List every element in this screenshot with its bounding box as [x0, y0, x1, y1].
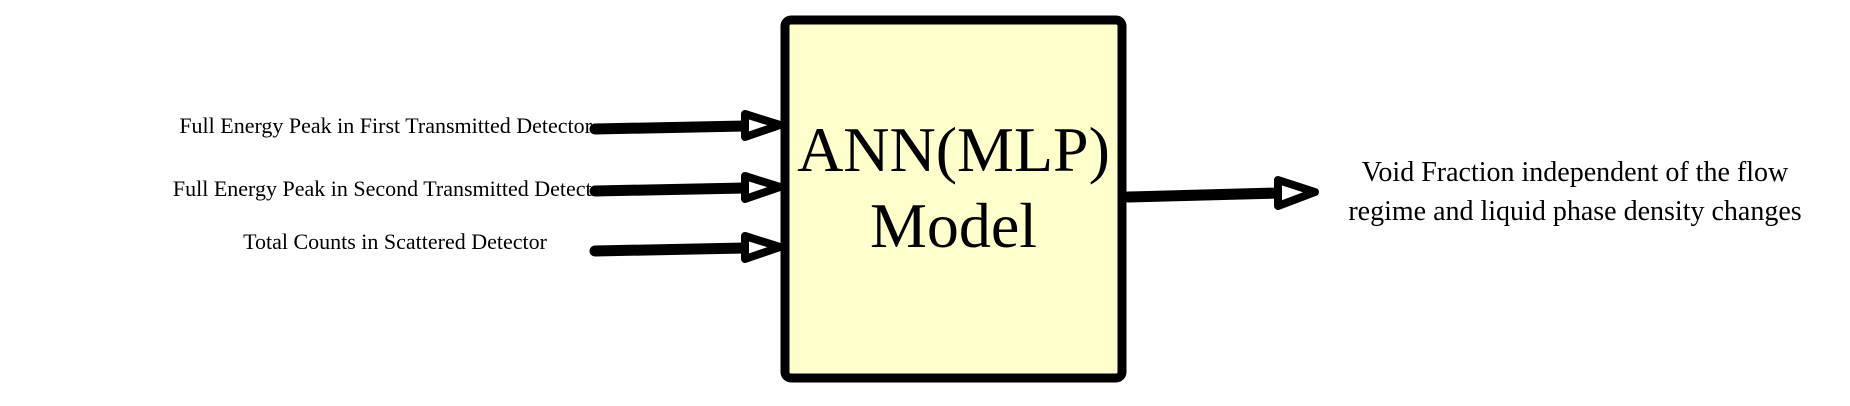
model-box: [780, 15, 1127, 383]
input-arrow-1: [589, 110, 784, 141]
output-label-line-1: Void Fraction independent of the flow: [1361, 157, 1789, 188]
model-label-line-1: ANN(MLP): [797, 114, 1110, 185]
input-arrow-3: [589, 232, 784, 263]
output-label-line-2: regime and liquid phase density changes: [1348, 196, 1802, 227]
output-arrow: [1122, 176, 1319, 210]
input-arrow-2: [589, 172, 784, 203]
input-label-3: Total Counts in Scattered Detector: [243, 229, 547, 254]
model-label-line-2: Model: [869, 190, 1038, 261]
input-label-1: Full Energy Peak in First Transmitted De…: [179, 113, 592, 138]
model-label: ANN(MLP) Model: [785, 112, 1122, 264]
input-label-2: Full Energy Peak in Second Transmitted D…: [172, 176, 610, 201]
output-label: Void Fraction independent of the flow re…: [1310, 153, 1840, 231]
